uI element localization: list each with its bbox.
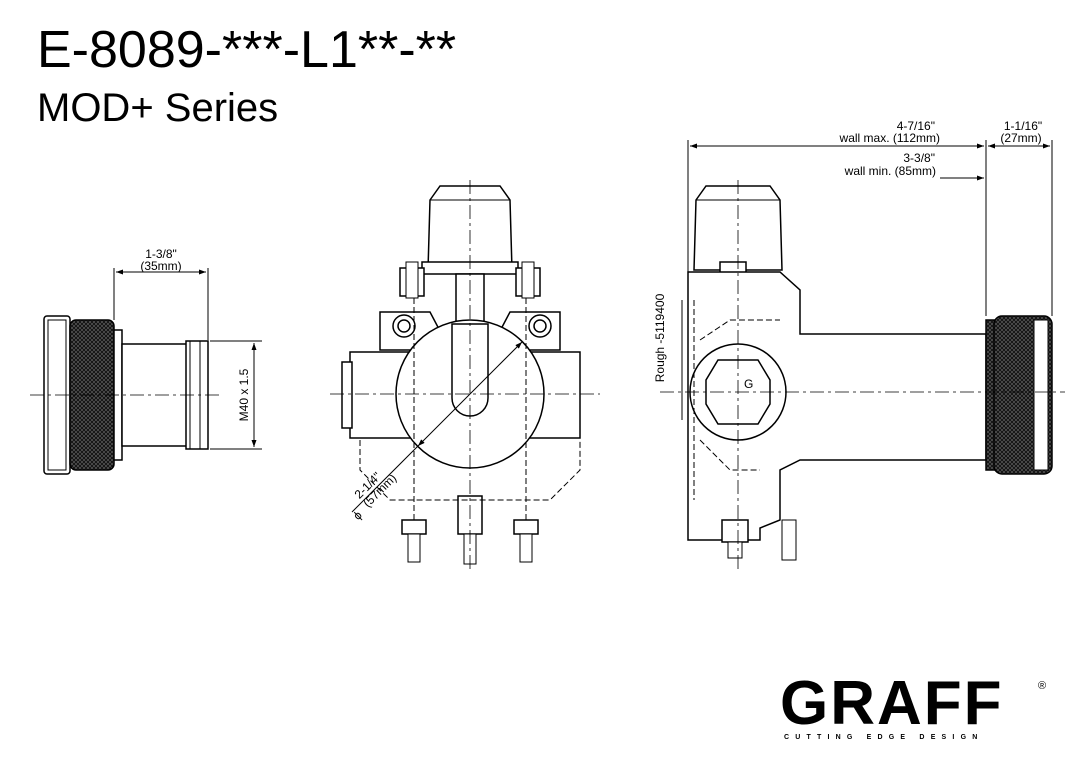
- side-main-body: [687, 271, 987, 541]
- side-hidden-lines: [693, 300, 780, 500]
- diameter-dimension: [351, 341, 523, 513]
- thread-dimension: [210, 340, 262, 450]
- side-dimension-lines: [681, 140, 1053, 420]
- front-valve-view: [341, 185, 581, 565]
- rough-label: Rough -5119400: [653, 293, 667, 382]
- registered-mark: ®: [1038, 680, 1047, 692]
- trim-metric: (27mm): [1000, 131, 1041, 145]
- left-width-imperial: 1-3/8": [145, 247, 177, 261]
- diameter-symbol: ϕ: [350, 508, 365, 523]
- thread-label: M40 x 1.5: [237, 368, 251, 421]
- left-width-dimension: [113, 268, 209, 340]
- side-valve-view: [687, 185, 1053, 561]
- front-hidden-lines: [359, 298, 581, 520]
- front-leg-left: [401, 519, 427, 535]
- side-centerlines: [660, 180, 1065, 570]
- wall-min-metric: wall min. (85mm): [844, 164, 936, 178]
- front-leg-right: [513, 519, 539, 535]
- left-width-metric: (35mm): [140, 259, 181, 273]
- logo-wordmark: GRAFF: [780, 669, 1004, 738]
- logo-tagline: CUTTING EDGE DESIGN: [784, 734, 984, 741]
- diameter-label: ϕ 2-1/4" (57mm): [350, 469, 399, 523]
- page-title: E-8089-***-L1**-**: [37, 21, 457, 79]
- wall-max-imperial: 4-7/16": [897, 119, 935, 133]
- graff-logo: GRAFF ® CUTTING EDGE DESIGN: [780, 672, 1050, 752]
- wall-max-metric: wall max. (112mm): [839, 131, 940, 145]
- left-trim-view: [30, 315, 220, 475]
- side-port-marking: G: [744, 377, 753, 391]
- trim-imperial: 1-1/16": [1004, 119, 1042, 133]
- wall-min-imperial: 3-3/8": [903, 151, 935, 165]
- series-subtitle: MOD+ Series: [37, 86, 279, 130]
